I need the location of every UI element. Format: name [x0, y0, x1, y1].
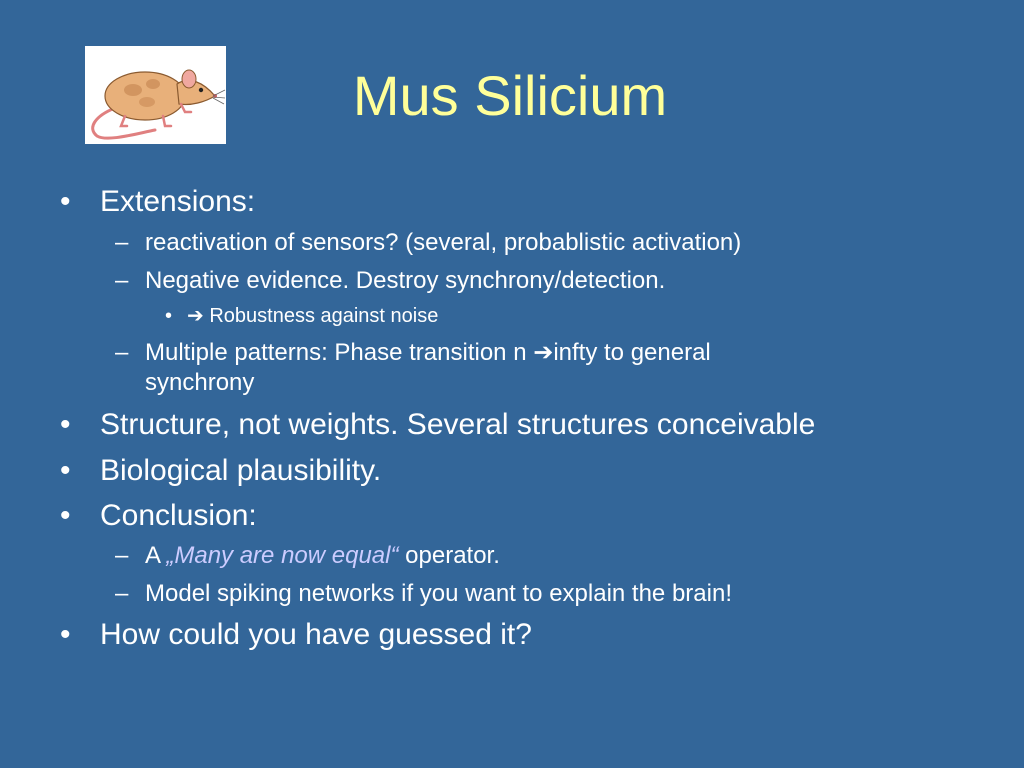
arrow-icon: ➔ — [533, 339, 554, 366]
arrow-icon: ➔ — [187, 305, 204, 327]
slide-title: Mus Silicium — [352, 64, 668, 127]
mouse-image — [85, 46, 226, 144]
sub-bullet-text: Model spiking networks if you want to ex… — [145, 580, 732, 607]
bullet-marker: • — [60, 185, 71, 218]
sub-bullet-text: Negative evidence. Destroy synchrony/det… — [145, 267, 666, 294]
dash-marker: – — [115, 542, 129, 569]
bullet-text: Structure, not weights. Several structur… — [100, 408, 816, 441]
dash-marker: – — [115, 339, 129, 366]
sub-bullet-text: synchrony — [145, 369, 255, 396]
bullet-text: Biological plausibility. — [100, 454, 382, 487]
bullet-marker: • — [60, 618, 71, 651]
bullet-marker: • — [60, 499, 71, 532]
sub-sub-bullet-text: Robustness against noise — [203, 305, 439, 327]
bullet-marker: • — [60, 408, 71, 441]
bullet-marker: • — [165, 305, 173, 327]
sub-bullet-text: reactivation of sensors? (several, proba… — [145, 229, 742, 256]
dash-marker: – — [115, 580, 129, 607]
bullet-marker: • — [60, 454, 71, 487]
sub-bullet-text: operator. — [398, 542, 500, 569]
sub-bullet-text: Multiple patterns: Phase transition n — [145, 339, 534, 366]
sub-sub-bullet-content: ➔ Robustness against noise — [187, 303, 438, 329]
sub-bullet-text: A — [145, 542, 167, 569]
dash-marker: – — [115, 267, 129, 294]
sub-bullet-content: A „Many are now equal“ operator. — [145, 541, 500, 571]
sub-bullet-content: Multiple patterns: Phase transition n ➔i… — [145, 338, 711, 368]
bullet-text: How could you have guessed it? — [100, 618, 532, 651]
bullet-text: Conclusion: — [100, 499, 257, 532]
emphasis-text: „Many are now equal“ — [166, 542, 399, 569]
sub-bullet-text: infty to general — [553, 339, 711, 366]
bullet-text: Extensions: — [100, 185, 256, 218]
sub-bullet-continuation: synchrony — [145, 368, 254, 398]
mouse-icon — [91, 69, 226, 140]
dash-marker: – — [115, 229, 129, 256]
